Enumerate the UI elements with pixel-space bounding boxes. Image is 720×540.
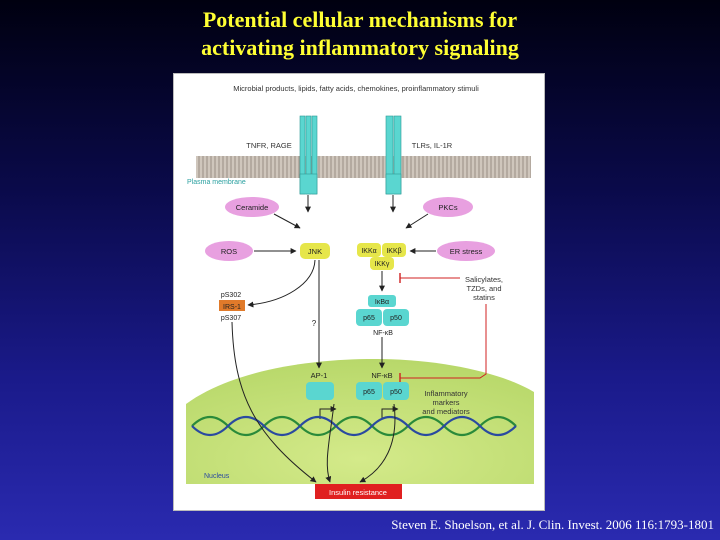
pathway-diagram: Microbial products, lipids, fatty acids,… bbox=[186, 84, 534, 499]
p65-nucleus-label: p65 bbox=[363, 389, 375, 396]
ceramide-node bbox=[225, 197, 279, 217]
irs1-node bbox=[219, 300, 245, 311]
p50-node bbox=[383, 309, 409, 326]
p65-node bbox=[356, 309, 382, 326]
receptor-tlr-il1r bbox=[385, 115, 402, 195]
p50-nucleus-label: p50 bbox=[390, 389, 402, 396]
nfkb-nucleus-label: NF-κB bbox=[371, 371, 392, 380]
citation: Steven E. Shoelson, et al. J. Clin. Inve… bbox=[391, 517, 714, 532]
ceramide-label: Ceramide bbox=[236, 203, 269, 212]
jnk-node bbox=[300, 243, 330, 259]
receptor-right-label: TLRs, IL-1R bbox=[412, 141, 453, 150]
slide-title: Potential cellular mechanisms for activa… bbox=[0, 6, 720, 62]
title-line-2: activating inflammatory signaling bbox=[201, 35, 519, 60]
ikba-label: IκBα bbox=[375, 299, 389, 306]
pathway-figure: Microbial products, lipids, fatty acids,… bbox=[173, 73, 545, 511]
ikkb-label: IKKβ bbox=[386, 248, 401, 255]
svg-text:markers: markers bbox=[432, 398, 459, 407]
stimuli-label: Microbial products, lipids, fatty acids,… bbox=[233, 84, 479, 93]
irs1-label: IRS-1 bbox=[223, 304, 241, 311]
pkcs-node bbox=[423, 197, 473, 217]
inflammatory-markers-label: Inflammatory markers and mediators bbox=[422, 389, 470, 416]
ros-node bbox=[205, 241, 253, 261]
jnk-label: JNK bbox=[308, 247, 322, 256]
ps307-label: pS307 bbox=[221, 315, 241, 322]
ros-label: ROS bbox=[221, 247, 237, 256]
insulin-resistance-label: Insulin resistance bbox=[329, 488, 387, 497]
p65-nucleus-node bbox=[356, 382, 382, 400]
er-stress-label: ER stress bbox=[450, 247, 483, 256]
svg-text:statins: statins bbox=[473, 293, 495, 302]
p50-nucleus-node bbox=[383, 382, 409, 400]
dna-helix bbox=[191, 415, 517, 437]
question-mark: ? bbox=[312, 319, 317, 328]
receptor-left-label: TNFR, RAGE bbox=[246, 141, 291, 150]
receptor-tnfr-rage bbox=[299, 115, 318, 195]
nucleus-label: Nucleus bbox=[204, 473, 230, 480]
ikkg-node bbox=[370, 257, 394, 270]
ap1-label: AP-1 bbox=[311, 371, 328, 380]
nfkb-label: NF-κB bbox=[373, 330, 393, 337]
ikkg-label: IKKγ bbox=[375, 261, 390, 268]
ikkb-node bbox=[382, 243, 406, 257]
svg-text:Inflammatory: Inflammatory bbox=[424, 389, 468, 398]
er-stress-node bbox=[437, 241, 495, 261]
title-line-1: Potential cellular mechanisms for bbox=[202, 7, 518, 32]
ikka-label: IKKα bbox=[361, 248, 376, 255]
inhibitors-label: Salicylates, TZDs, and statins bbox=[465, 275, 503, 302]
ikka-node bbox=[357, 243, 381, 257]
svg-text:Salicylates,: Salicylates, bbox=[465, 275, 503, 284]
ps302-label: pS302 bbox=[221, 292, 241, 299]
svg-text:and mediators: and mediators bbox=[422, 407, 470, 416]
insulin-resistance-node bbox=[315, 484, 402, 499]
plasma-membrane-label: Plasma membrane bbox=[187, 179, 246, 186]
nucleus-region bbox=[186, 359, 534, 484]
pkcs-label: PKCs bbox=[438, 203, 457, 212]
plasma-membrane bbox=[196, 156, 531, 178]
ap1-node bbox=[306, 382, 334, 400]
svg-text:TZDs, and: TZDs, and bbox=[466, 284, 501, 293]
ikba-node bbox=[368, 295, 396, 307]
p65-label: p65 bbox=[363, 315, 375, 322]
p50-label: p50 bbox=[390, 315, 402, 322]
